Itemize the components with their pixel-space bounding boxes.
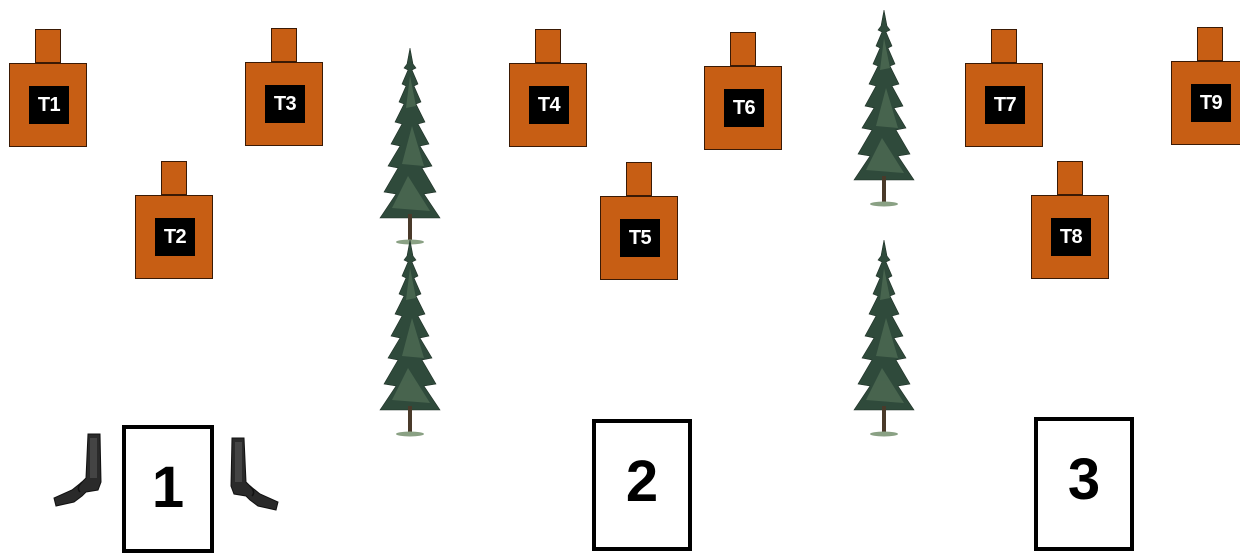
target-label: T7 [985, 86, 1025, 124]
target-neck [35, 29, 61, 63]
conifer-tree-icon [372, 238, 448, 438]
target-neck [1057, 161, 1083, 195]
conifer-tree-icon [372, 46, 448, 246]
target-label: T1 [29, 86, 69, 124]
conifer-tree-icon [846, 8, 922, 208]
target-neck [271, 28, 297, 62]
target-t2: T2 [135, 161, 213, 279]
pistol-icon [52, 432, 106, 508]
target-neck [1197, 27, 1223, 61]
target-t9: T9 [1171, 27, 1240, 145]
target-body: T3 [245, 62, 323, 146]
target-body: T1 [9, 63, 87, 147]
target-body: T7 [965, 63, 1043, 147]
target-t5: T5 [600, 162, 678, 280]
target-neck [730, 32, 756, 66]
target-neck [991, 29, 1017, 63]
target-t6: T6 [704, 32, 782, 150]
target-t4: T4 [509, 29, 587, 147]
target-t3: T3 [245, 28, 323, 146]
target-label: T9 [1191, 84, 1231, 122]
target-t8: T8 [1031, 161, 1109, 279]
target-body: T9 [1171, 61, 1240, 145]
target-label: T8 [1051, 218, 1091, 256]
target-neck [161, 161, 187, 195]
target-body: T2 [135, 195, 213, 279]
conifer-tree-icon [846, 238, 922, 438]
station-number: 1 [126, 457, 210, 519]
target-body: T8 [1031, 195, 1109, 279]
target-label: T3 [265, 85, 305, 123]
target-label: T6 [724, 89, 764, 127]
station-number: 2 [596, 451, 688, 513]
target-t1: T1 [9, 29, 87, 147]
target-label: T4 [529, 86, 569, 124]
target-body: T5 [600, 196, 678, 280]
shooting-station-3: 3 [1034, 417, 1134, 551]
shooting-station-2: 2 [592, 419, 692, 551]
target-t7: T7 [965, 29, 1043, 147]
target-label: T2 [155, 218, 195, 256]
target-label: T5 [620, 219, 660, 257]
pistol-icon [226, 436, 280, 512]
target-body: T4 [509, 63, 587, 147]
target-neck [535, 29, 561, 63]
shooting-station-1: 1 [122, 425, 214, 553]
target-neck [626, 162, 652, 196]
target-body: T6 [704, 66, 782, 150]
station-number: 3 [1038, 449, 1130, 511]
